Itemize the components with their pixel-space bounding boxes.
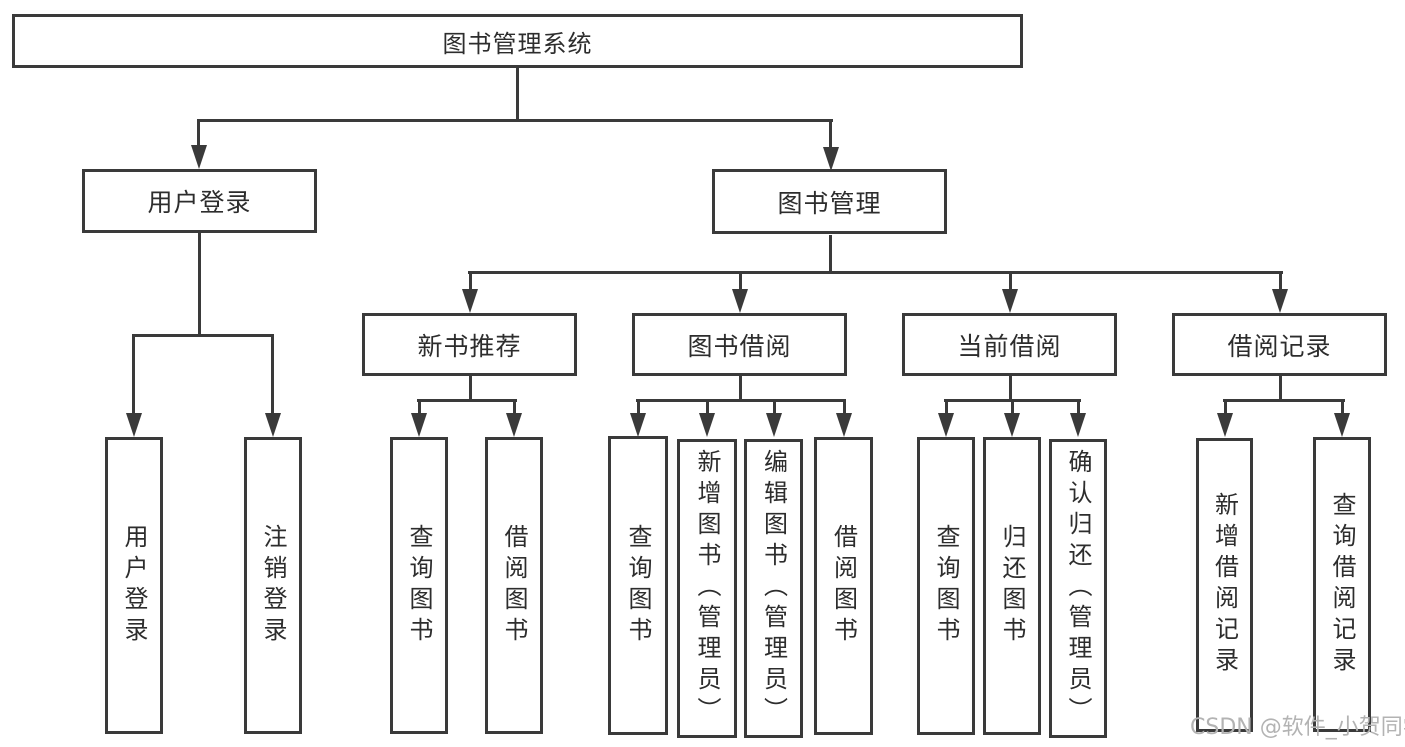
arrow-down-icon bbox=[1217, 413, 1233, 437]
node-leaf-logout-label: 注销登录 bbox=[259, 523, 287, 648]
connector-line bbox=[1009, 271, 1012, 291]
arrow-down-icon bbox=[1070, 413, 1086, 437]
node-current-borrowing-label: 当前借阅 bbox=[957, 331, 1062, 361]
node-leaf-current-query: 查询图书 bbox=[917, 437, 975, 735]
connector-line bbox=[739, 376, 742, 402]
node-leaf-newbooks-borrow-label: 借阅图书 bbox=[500, 523, 528, 648]
node-leaf-borrow-add-admin: 新增图书（管理员） bbox=[677, 439, 737, 738]
connector-line bbox=[1011, 399, 1014, 415]
connector-line bbox=[1279, 271, 1282, 291]
node-book-borrowing-label: 图书借阅 bbox=[687, 331, 792, 361]
connector-line bbox=[418, 399, 421, 415]
node-leaf-current-return: 归还图书 bbox=[983, 437, 1041, 735]
connector-line bbox=[829, 119, 832, 149]
arrow-down-icon bbox=[732, 289, 748, 313]
node-leaf-current-query-label: 查询图书 bbox=[932, 524, 960, 648]
connector-line bbox=[636, 399, 846, 402]
arrow-down-icon bbox=[462, 289, 478, 313]
node-leaf-newbooks-query: 查询图书 bbox=[390, 437, 448, 734]
arrow-down-icon bbox=[191, 145, 207, 169]
connector-line bbox=[945, 399, 948, 415]
connector-line bbox=[132, 334, 274, 337]
connector-line bbox=[271, 334, 274, 413]
connector-line bbox=[513, 399, 516, 415]
arrow-down-icon bbox=[836, 413, 852, 437]
node-root-label: 图书管理系统 bbox=[442, 29, 593, 58]
node-leaf-newbooks-query-label: 查询图书 bbox=[405, 523, 433, 648]
arrow-down-icon bbox=[938, 413, 954, 437]
connector-line bbox=[197, 119, 833, 122]
connector-line bbox=[516, 68, 519, 121]
node-current-borrowing: 当前借阅 bbox=[902, 313, 1117, 376]
node-leaf-records-query-label: 查询借阅记录 bbox=[1328, 491, 1356, 678]
node-leaf-records-query: 查询借阅记录 bbox=[1313, 437, 1371, 732]
connector-line bbox=[637, 399, 640, 415]
connector-line bbox=[1223, 399, 1345, 402]
node-borrowing-records-label: 借阅记录 bbox=[1227, 331, 1332, 361]
connector-line bbox=[1341, 399, 1344, 415]
arrow-down-icon bbox=[506, 413, 522, 437]
arrow-down-icon bbox=[1002, 289, 1018, 313]
arrow-down-icon bbox=[766, 413, 782, 437]
node-borrowing-records: 借阅记录 bbox=[1172, 313, 1387, 376]
connector-line bbox=[773, 399, 776, 415]
connector-line bbox=[198, 233, 201, 336]
csdn-watermark: CSDN @软件_小贺同学 bbox=[1190, 715, 1405, 740]
connector-line bbox=[469, 376, 472, 402]
node-leaf-borrow-add-admin-label: 新增图书（管理员） bbox=[693, 449, 721, 728]
arrow-down-icon bbox=[823, 147, 839, 171]
node-leaf-records-add: 新增借阅记录 bbox=[1196, 438, 1253, 732]
node-leaf-current-confirm-admin-label: 确认归还（管理员） bbox=[1064, 449, 1092, 728]
node-leaf-borrow-edit-admin-label: 编辑图书（管理员） bbox=[759, 449, 788, 728]
connector-line bbox=[417, 399, 517, 402]
connector-line bbox=[739, 271, 742, 291]
connector-line bbox=[843, 399, 846, 415]
connector-line bbox=[468, 271, 1283, 274]
connector-line bbox=[469, 271, 472, 291]
arrow-down-icon bbox=[126, 413, 142, 437]
node-leaf-login-label: 用户登录 bbox=[120, 523, 148, 648]
node-leaf-borrow-edit-admin: 编辑图书（管理员） bbox=[744, 439, 803, 738]
connector-line bbox=[1279, 376, 1282, 402]
node-root: 图书管理系统 bbox=[12, 14, 1023, 68]
node-leaf-records-add-label: 新增借阅记录 bbox=[1210, 492, 1239, 678]
connector-line bbox=[829, 235, 832, 273]
node-leaf-logout: 注销登录 bbox=[244, 437, 302, 734]
node-leaf-login: 用户登录 bbox=[105, 437, 163, 734]
arrow-down-icon bbox=[1334, 413, 1350, 437]
arrow-down-icon bbox=[411, 413, 427, 437]
arrow-down-icon bbox=[1272, 289, 1288, 313]
connector-line bbox=[1224, 399, 1227, 415]
arrow-down-icon bbox=[630, 413, 646, 437]
connector-line bbox=[132, 334, 135, 413]
node-leaf-borrow-borrow-label: 借阅图书 bbox=[829, 524, 858, 648]
arrow-down-icon bbox=[265, 413, 281, 437]
node-book-management-label: 图书管理 bbox=[777, 188, 882, 218]
node-leaf-borrow-query-label: 查询图书 bbox=[624, 523, 652, 648]
arrow-down-icon bbox=[1004, 413, 1020, 437]
node-user-login: 用户登录 bbox=[82, 169, 317, 233]
node-book-management: 图书管理 bbox=[712, 169, 947, 234]
node-leaf-current-confirm-admin: 确认归还（管理员） bbox=[1049, 439, 1107, 738]
connector-line bbox=[706, 399, 709, 415]
node-new-book-recommend: 新书推荐 bbox=[362, 313, 577, 376]
node-leaf-borrow-borrow: 借阅图书 bbox=[814, 437, 873, 735]
arrow-down-icon bbox=[699, 413, 715, 437]
node-leaf-current-return-label: 归还图书 bbox=[998, 524, 1026, 648]
node-new-book-recommend-label: 新书推荐 bbox=[417, 331, 522, 361]
connector-line bbox=[1009, 376, 1012, 402]
connector-line bbox=[1077, 399, 1080, 415]
node-leaf-borrow-query: 查询图书 bbox=[608, 436, 668, 735]
node-user-login-label: 用户登录 bbox=[147, 188, 252, 217]
node-book-borrowing: 图书借阅 bbox=[632, 313, 847, 376]
connector-line bbox=[197, 119, 200, 149]
node-leaf-newbooks-borrow: 借阅图书 bbox=[485, 437, 543, 734]
